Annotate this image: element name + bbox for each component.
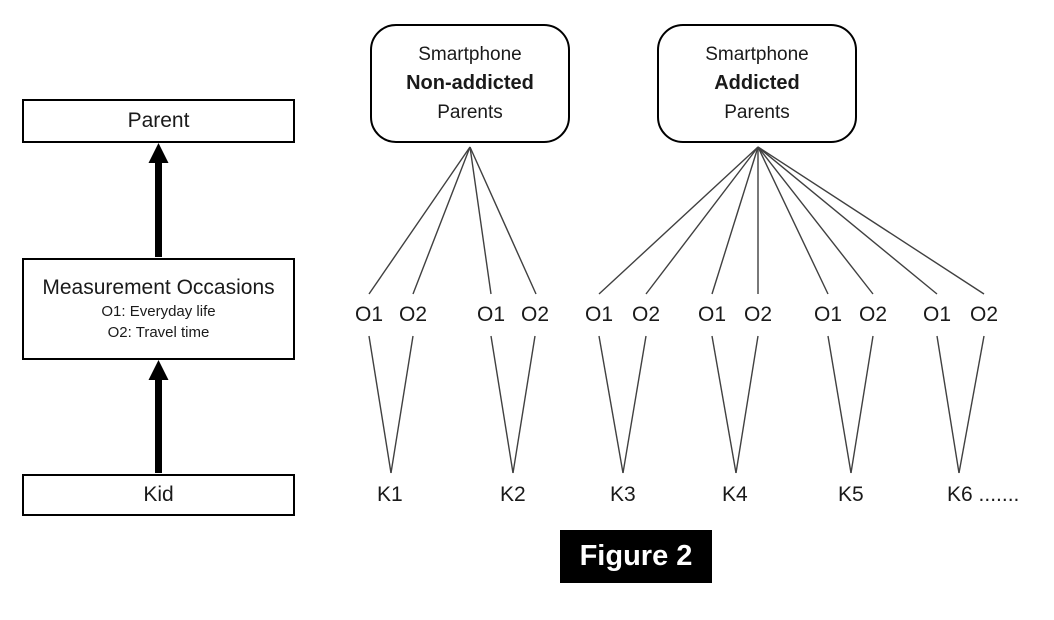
- kid-box-label: Kid: [143, 483, 174, 506]
- occasion-label-k1-o2: O2: [398, 303, 428, 326]
- occasion-label-k3-o1: O1: [584, 303, 614, 326]
- arrow-kid-to-measurement: [148, 360, 169, 473]
- addicted-line1: Smartphone: [705, 44, 809, 65]
- measurement-occasions-box: Measurement Occasions O1: Everyday life …: [22, 258, 295, 360]
- addicted-parents-box: Smartphone Addicted Parents: [657, 24, 857, 143]
- addicted-line2: Addicted: [714, 72, 800, 94]
- kid-label-k3: K3: [610, 483, 636, 506]
- measurement-box-title: Measurement Occasions: [42, 276, 275, 299]
- kid-box: Kid: [22, 474, 295, 516]
- non-addicted-parents-box: Smartphone Non-addicted Parents: [370, 24, 570, 143]
- measurement-sub-travel-time: O2: Travel time: [107, 324, 210, 341]
- non-addicted-line1: Smartphone: [418, 44, 522, 65]
- occasion-label-k3-o2: O2: [631, 303, 661, 326]
- kid-label-k6: K6 .......: [947, 483, 1020, 506]
- occasion-label-k4-o2: O2: [743, 303, 773, 326]
- kid-label-k4: K4: [722, 483, 748, 506]
- kid-label-k1: K1: [377, 483, 403, 506]
- fan-addicted: [598, 146, 985, 295]
- arrow-measurement-to-parent: [148, 143, 169, 257]
- figure-caption: Figure 2: [560, 530, 712, 583]
- non-addicted-line3: Parents: [437, 102, 503, 123]
- kid-label-k2: K2: [500, 483, 526, 506]
- parent-box: Parent: [22, 99, 295, 143]
- occasion-label-k6-o1: O1: [922, 303, 952, 326]
- fan-non-addicted: [368, 146, 537, 295]
- figure-caption-text: Figure 2: [579, 540, 693, 572]
- occasion-label-k4-o1: O1: [697, 303, 727, 326]
- occasion-label-k2-o1: O1: [476, 303, 506, 326]
- measurement-sub-everyday-life: O1: Everyday life: [101, 303, 216, 320]
- occasion-label-k6-o2: O2: [969, 303, 999, 326]
- occasion-label-k5-o2: O2: [858, 303, 888, 326]
- occasion-label-k1-o1: O1: [354, 303, 384, 326]
- occasion-label-k5-o1: O1: [813, 303, 843, 326]
- occasion-label-k2-o2: O2: [520, 303, 550, 326]
- parent-box-label: Parent: [127, 109, 190, 132]
- non-addicted-line2: Non-addicted: [406, 72, 534, 94]
- v-connectors: [368, 335, 985, 474]
- addicted-line3: Parents: [724, 102, 790, 123]
- kid-label-k5: K5: [838, 483, 864, 506]
